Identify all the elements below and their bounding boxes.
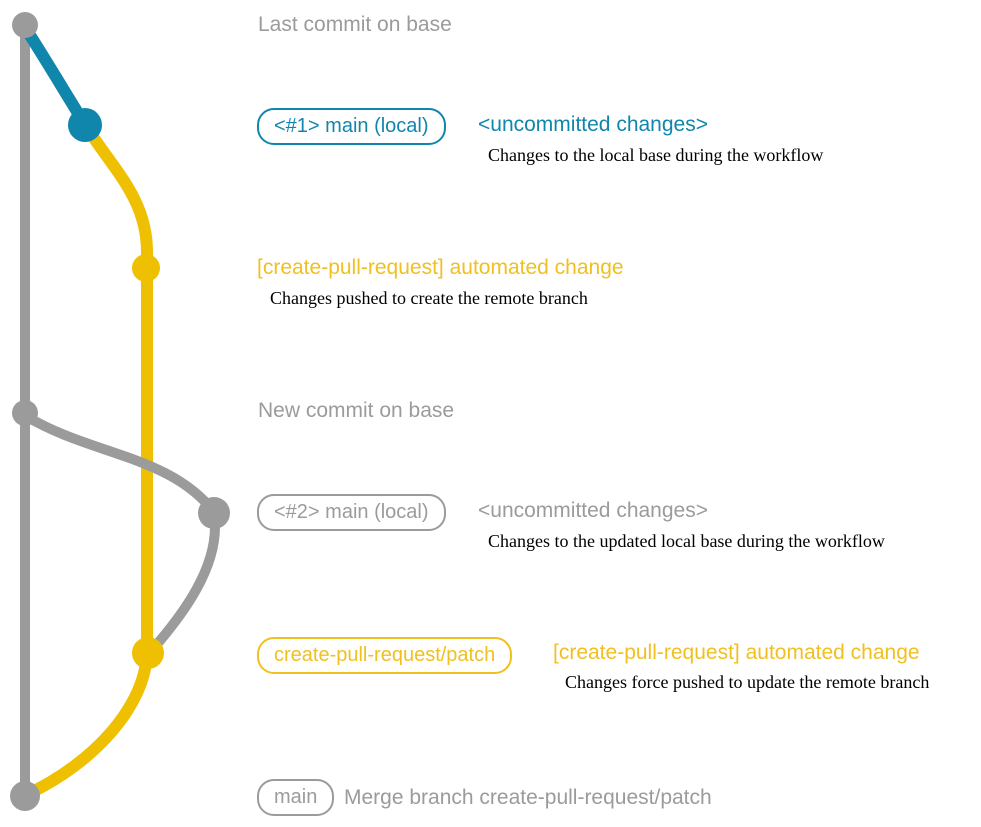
desc-uncommitted-changes-2: Changes to the updated local base during… bbox=[488, 531, 885, 551]
commit-node-automated-change-1 bbox=[132, 254, 160, 282]
branch-path-main2-to-patch bbox=[147, 509, 220, 655]
badge-main: main bbox=[257, 779, 335, 816]
label-uncommitted-changes-2: <uncommitted changes> bbox=[478, 499, 708, 522]
label-automated-change-1: [create-pull-request] automated change bbox=[257, 256, 624, 279]
desc-automated-change-1: Changes pushed to create the remote bran… bbox=[270, 288, 588, 308]
desc-automated-change-2: Changes force pushed to update the remot… bbox=[565, 672, 930, 692]
commit-node-new-base bbox=[12, 400, 38, 426]
badge-main-local-2: <#2> main (local) bbox=[257, 494, 446, 531]
badge-create-pull-request-patch: create-pull-request/patch bbox=[257, 637, 513, 674]
commit-node-main-local-2 bbox=[198, 497, 230, 529]
label-merge-commit: Merge branch create-pull-request/patch bbox=[344, 786, 712, 809]
label-automated-change-2: [create-pull-request] automated change bbox=[553, 641, 920, 664]
label-new-commit-on-base: New commit on base bbox=[258, 399, 455, 422]
commit-node-merge bbox=[10, 781, 40, 811]
branch-path-base-to-main2 bbox=[21, 411, 219, 517]
commit-node-last-base bbox=[12, 12, 38, 38]
label-last-commit-on-base: Last commit on base bbox=[258, 13, 452, 36]
git-graph bbox=[10, 12, 230, 811]
commit-node-automated-change-2 bbox=[132, 637, 164, 669]
badge-main-local-1: <#1> main (local) bbox=[257, 108, 446, 145]
label-uncommitted-changes-1: <uncommitted changes> bbox=[478, 113, 708, 136]
desc-uncommitted-changes-1: Changes to the local base during the wor… bbox=[488, 145, 824, 165]
commit-node-main-local-1 bbox=[68, 108, 102, 142]
